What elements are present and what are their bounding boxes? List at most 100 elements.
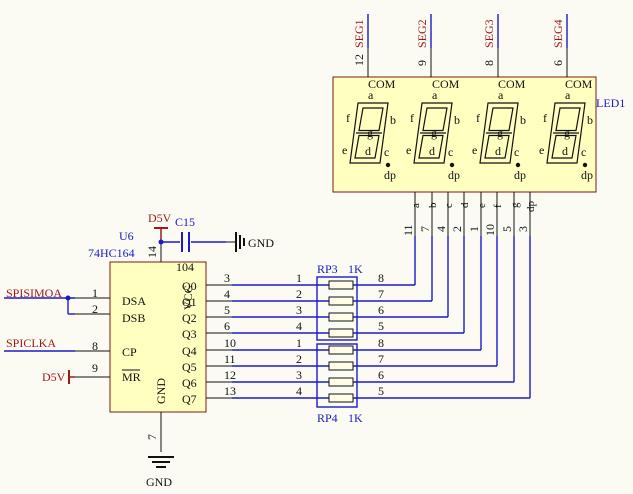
u6-body (109, 261, 207, 413)
svg-text:7: 7 (378, 287, 384, 301)
u6-pin-q6: Q6 (182, 376, 197, 390)
segment-a-label: a (498, 88, 504, 102)
u6-to-rp-wires (232, 236, 531, 399)
u6-pin-14-num: 14 (145, 246, 159, 258)
com-pin-6: 6 (551, 60, 565, 66)
u6-pin-12-num: 12 (224, 368, 236, 382)
u6-pin-4-num: 4 (224, 287, 230, 301)
segment-d-label: d (365, 144, 371, 158)
segment-f-label: f (410, 111, 414, 125)
u6-pin-q2: Q2 (182, 311, 197, 325)
gnd-symbol-cap (226, 232, 245, 252)
segment-dp-label: dp (448, 168, 460, 182)
segment-g-label: g (367, 126, 373, 140)
segment-d-label: d (562, 144, 568, 158)
rp-pin-numbers: 1 2 3 4 1 2 3 4 8 7 6 5 8 7 6 5 (296, 271, 384, 398)
rp4-value: 1K (348, 411, 363, 425)
u6-pin-dsa: DSA (122, 294, 146, 308)
segment-a-label: a (432, 88, 438, 102)
c15-designator: C15 (175, 215, 195, 229)
segment-c-label: c (384, 145, 389, 159)
u6-pin-gnd: GND (154, 378, 168, 404)
segment-g-label: g (497, 126, 503, 140)
svg-text:4: 4 (296, 319, 302, 333)
u6-pin-q4: Q4 (182, 344, 197, 358)
u6-pin-13-num: 13 (224, 384, 236, 398)
segment-dp-label: dp (384, 168, 396, 182)
segment-d-label: d (495, 144, 501, 158)
resistor-element (328, 377, 354, 387)
led-pin-num-7: 7 (418, 226, 432, 232)
seg3-label: SEG3 (482, 19, 496, 48)
spisimoa-label: SPISIMOA (6, 286, 62, 300)
com-label: COM (432, 77, 460, 91)
d5v-mr-label: D5V (42, 370, 66, 384)
com-pin-12: 12 (352, 54, 366, 66)
rp3-outline (316, 276, 358, 341)
svg-text:3: 3 (296, 368, 302, 382)
segment-f-label: f (346, 111, 350, 125)
com-pin-8: 8 (482, 60, 496, 66)
led1-body (332, 76, 597, 193)
svg-text:5: 5 (378, 384, 384, 398)
led-pin-num-1: 1 (467, 226, 481, 232)
segment-a-label: a (565, 88, 571, 102)
resistor-bodies (328, 280, 354, 403)
led-pin-name-d: d (459, 202, 471, 208)
resistor-element (328, 312, 354, 322)
spiclka-label: SPICLKA (6, 336, 56, 350)
resistor-element (328, 296, 354, 306)
segment-b-label: b (390, 113, 396, 127)
d5v-top-label: D5V (148, 211, 172, 225)
led-pin-name-g: g (509, 202, 521, 208)
u6-pin-8-num: 8 (92, 339, 98, 353)
gnd-cap-label: GND (248, 236, 274, 250)
led-pin-name-b: b (427, 202, 439, 208)
c15-value: 104 (176, 260, 194, 274)
rp3-value: 1K (348, 262, 363, 276)
segment-dp-label: dp (581, 168, 593, 182)
svg-text:6: 6 (378, 368, 384, 382)
led-pin-name-e: e (476, 203, 488, 208)
u6-pin-vcc: VCC (181, 285, 195, 310)
u6-pin-7-num: 7 (145, 434, 159, 440)
svg-text:4: 4 (296, 384, 302, 398)
seg1-label: SEG1 (352, 19, 366, 48)
u6-part: 74HC164 (88, 246, 135, 260)
rp3-designator: RP3 (317, 262, 338, 276)
segment-c-label: c (581, 145, 586, 159)
u6-pin-q0: Q0 (182, 279, 197, 293)
segment-dp-label: dp (514, 168, 526, 182)
u6-pin-cp: CP (122, 345, 137, 359)
seg-nets: SEG1 SEG2 SEG3 SEG4 12 9 8 6 (352, 14, 568, 77)
svg-text:1: 1 (296, 271, 302, 285)
gnd-bottom-label: GND (146, 475, 172, 489)
seg4-label: SEG4 (551, 19, 565, 48)
u6-pin-dsb: DSB (122, 311, 145, 325)
segment-c-label: c (448, 145, 453, 159)
rp4-designator: RP4 (317, 411, 338, 425)
segment-e-label: e (539, 143, 544, 157)
led-pin-num-4: 4 (434, 226, 448, 232)
svg-text:6: 6 (378, 303, 384, 317)
segment-c-label: c (514, 145, 519, 159)
u6-pin-q1: Q1 (182, 295, 197, 309)
u6-designator: U6 (119, 229, 134, 243)
led1-designator: LED1 (596, 96, 625, 110)
svg-text:7: 7 (378, 352, 384, 366)
segment-a-label: a (368, 88, 374, 102)
led-pin-name-c: c (443, 203, 455, 208)
resistor-element (328, 393, 354, 403)
u6-pin-2-num: 2 (92, 302, 98, 316)
segment-d-label: d (429, 144, 435, 158)
segment-g-label: g (431, 126, 437, 140)
u6-pin-q5: Q5 (182, 360, 197, 374)
u6-pin-q3: Q3 (182, 327, 197, 341)
svg-text:5: 5 (378, 319, 384, 333)
u6-pin-9-num: 9 (92, 361, 98, 375)
segment-f-label: f (476, 111, 480, 125)
u6-pin-6-num: 6 (224, 319, 230, 333)
segment-e-label: e (472, 143, 477, 157)
